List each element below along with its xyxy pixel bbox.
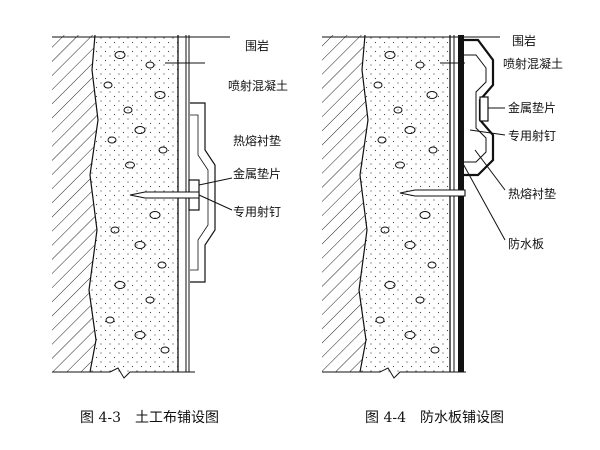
nail-right bbox=[399, 189, 466, 197]
caption-left: 图 4-3 土工布铺设图 bbox=[80, 410, 219, 426]
rock-boundary-left bbox=[88, 34, 99, 373]
label-rock-left: 围岩 bbox=[245, 38, 269, 53]
label-nail-left: 专用射钉 bbox=[233, 204, 281, 219]
rock-hatch-left bbox=[52, 35, 98, 372]
label-metal-shim-left: 金属垫片 bbox=[233, 166, 281, 181]
label-nail-right: 专用射钉 bbox=[508, 128, 556, 143]
figure-waterproof-board: 围岩 喷射混凝土 金属垫片 专用射钉 热熔衬垫 防水板 图 4-4 防水板铺设图 bbox=[322, 33, 563, 426]
caption-right: 图 4-4 防水板铺设图 bbox=[365, 410, 504, 426]
break-line-right bbox=[322, 367, 466, 379]
shotcrete-body-left bbox=[89, 35, 178, 372]
label-metal-shim-right: 金属垫片 bbox=[508, 100, 556, 115]
aggregate-right bbox=[373, 51, 440, 354]
rock-boundary-right bbox=[358, 34, 369, 373]
label-waterproof-board: 防水板 bbox=[508, 236, 544, 251]
metal-shim-right bbox=[479, 96, 489, 122]
nail-leader-right bbox=[469, 129, 506, 136]
board-leader-right bbox=[460, 159, 506, 241]
pad-leader-right bbox=[474, 149, 506, 191]
figure-geotextile: 围岩 喷射混凝土 热熔衬垫 金属垫片 专用射钉 图 4-3 土工布铺设图 bbox=[52, 34, 288, 426]
label-shotcrete-right: 喷射混凝土 bbox=[503, 56, 563, 71]
label-rock-right: 围岩 bbox=[512, 33, 536, 48]
nail-left bbox=[129, 191, 200, 199]
hot-melt-pad-left bbox=[190, 102, 216, 283]
label-hot-melt-pad-right: 热熔衬垫 bbox=[508, 186, 556, 201]
hot-melt-pad-right-inner bbox=[464, 54, 487, 163]
shotcrete-body-right bbox=[359, 35, 450, 372]
rock-hatch-right bbox=[322, 35, 368, 372]
hot-melt-pad-left-inner bbox=[190, 114, 209, 271]
aggregate-left bbox=[103, 51, 170, 354]
nail-leader-left bbox=[198, 194, 233, 211]
break-line-left bbox=[52, 367, 195, 379]
label-hot-melt-pad-left: 热熔衬垫 bbox=[233, 133, 281, 148]
label-shotcrete-left: 喷射混凝土 bbox=[228, 78, 288, 93]
shim-leader-left bbox=[198, 177, 233, 186]
waterproof-board bbox=[458, 35, 464, 372]
